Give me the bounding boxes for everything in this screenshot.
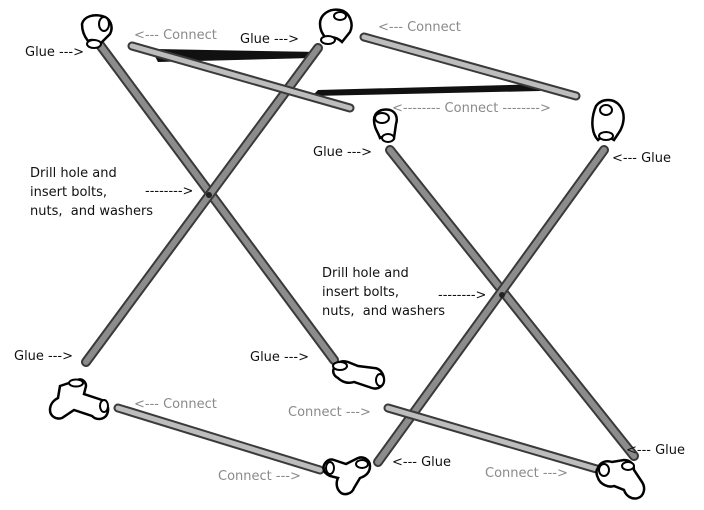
connect-label: Connect ---> (218, 469, 301, 484)
connect-label: Connect ---> (485, 466, 568, 481)
glue-label: <--- Glue (392, 455, 451, 470)
connect-label: <-------- Connect --------> (392, 101, 551, 116)
pvc-tee-icon (333, 361, 384, 388)
pvc-tee-icon (597, 460, 645, 499)
connect-label: <--- Connect (134, 28, 217, 43)
drill-instruction: Drill hole and insert bolts, nuts, and w… (30, 164, 153, 221)
drill-arrow: --------> (438, 288, 486, 303)
pivot-bolt-left (206, 192, 212, 198)
glue-label: Glue ---> (14, 349, 73, 364)
pvc-tee-icon (324, 457, 370, 494)
glue-label: Glue ---> (240, 32, 299, 47)
pvc-elbow-icon (320, 10, 352, 44)
glue-label: <--- Glue (626, 443, 685, 458)
glue-label: Glue ---> (25, 45, 84, 60)
drill-arrow: --------> (145, 184, 193, 199)
glue-label: Glue ---> (250, 350, 309, 365)
drill-instruction: Drill hole and insert bolts, nuts, and w… (322, 264, 445, 321)
pivot-bolt-right (499, 292, 505, 298)
pvc-elbow-icon (82, 15, 112, 48)
pvc-tee-icon (50, 379, 108, 419)
connect-label: <--- Connect (134, 397, 217, 412)
glue-label: Glue ---> (313, 145, 372, 160)
connect-label: Connect ---> (288, 405, 371, 420)
glue-label: <--- Glue (612, 151, 671, 166)
connect-label: <--- Connect (378, 20, 461, 35)
pvc-elbow-icon (592, 100, 623, 140)
